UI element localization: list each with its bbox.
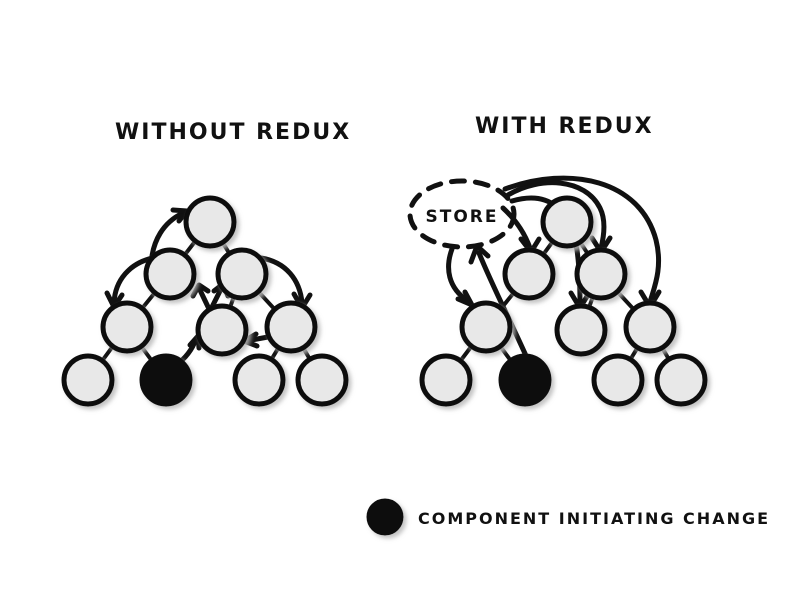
tree-node[interactable] (232, 353, 286, 407)
legend-label: COMPONENT INITIATING CHANGE (418, 509, 770, 528)
tree-nodes-right (419, 195, 708, 407)
store-ellipse-outline (407, 178, 517, 250)
tree-node[interactable] (215, 247, 269, 301)
tree-node[interactable] (623, 300, 677, 354)
tree-node[interactable] (502, 247, 556, 301)
legend-initiator-marker-icon (366, 498, 404, 536)
tree-node-initiator[interactable] (498, 353, 552, 407)
panel-title-without-redux: WITHOUT REDUX (115, 120, 351, 145)
flow-arrow-store-to-node (446, 246, 471, 304)
arrowhead (190, 282, 211, 299)
flow-arrow-store-to-node (505, 180, 607, 251)
flow-arrow-down-left (111, 255, 156, 306)
tree-nodes-left (61, 195, 349, 407)
tree-node[interactable] (459, 300, 513, 354)
tree-node[interactable] (183, 195, 237, 249)
tree-node[interactable] (143, 247, 197, 301)
store-bubble[interactable]: STORE (407, 178, 517, 250)
tree-node[interactable] (554, 303, 608, 357)
panel-with-redux: STORE (407, 175, 708, 407)
panel-without-redux (61, 195, 349, 407)
flow-arrow-store-to-node (502, 175, 662, 305)
tree-node[interactable] (574, 247, 628, 301)
tree-node-initiator[interactable] (139, 353, 193, 407)
tree-node[interactable] (264, 300, 318, 354)
tree-node[interactable] (295, 353, 349, 407)
store-label: STORE (426, 207, 499, 227)
legend: COMPONENT INITIATING CHANGE (366, 498, 770, 536)
tree-node[interactable] (100, 300, 154, 354)
tree-node[interactable] (654, 353, 708, 407)
tree-node[interactable] (61, 353, 115, 407)
tree-node[interactable] (540, 195, 594, 249)
tree-node[interactable] (195, 303, 249, 357)
flow-arrow-store-to-node (500, 205, 533, 251)
tree-node[interactable] (419, 353, 473, 407)
flow-arrow-down-right (258, 255, 305, 306)
panel-title-with-redux: WITH REDUX (475, 114, 654, 139)
flow-arrow-dispatch-to-store (476, 250, 530, 361)
tree-node[interactable] (591, 353, 645, 407)
